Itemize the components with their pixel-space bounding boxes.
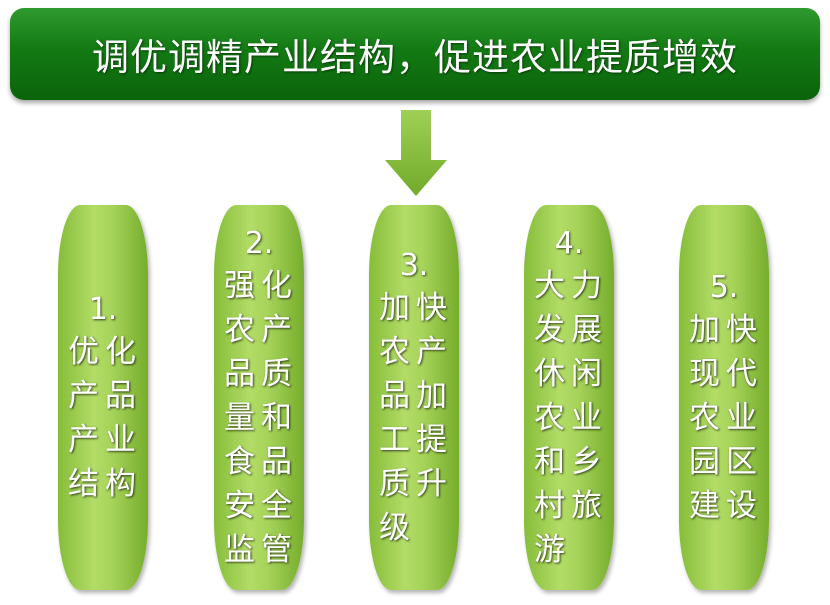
title-text: 调优调精产业结构，促进农业提质增效 <box>92 36 738 79</box>
item-3-card: 3. 加快农产品加工提质升级 <box>369 205 459 590</box>
item-number: 1. <box>88 291 118 327</box>
item-2-card: 2. 强化农产品质量和食品安全监管 <box>214 205 304 590</box>
item-text: 大力发展休闲农业和乡村旅游 <box>534 267 608 568</box>
item-1-card: 1. 优化产品产业结构 <box>58 205 148 590</box>
item-text: 强化农产品质量和食品安全监管 <box>224 267 298 568</box>
item-number: 4. <box>554 225 584 261</box>
item-number: 3. <box>399 247 429 283</box>
item-text: 加快现代农业园区建设 <box>689 311 763 524</box>
title-banner: 调优调精产业结构，促进农业提质增效 <box>10 8 820 100</box>
item-text: 加快农产品加工提质升级 <box>379 289 453 546</box>
item-text: 优化产品产业结构 <box>68 333 142 502</box>
item-4-card: 4. 大力发展休闲农业和乡村旅游 <box>524 205 614 590</box>
item-5-card: 5. 加快现代农业园区建设 <box>679 205 769 590</box>
item-number: 2. <box>244 225 274 261</box>
item-number: 5. <box>709 269 739 305</box>
down-arrow-icon <box>385 110 447 196</box>
